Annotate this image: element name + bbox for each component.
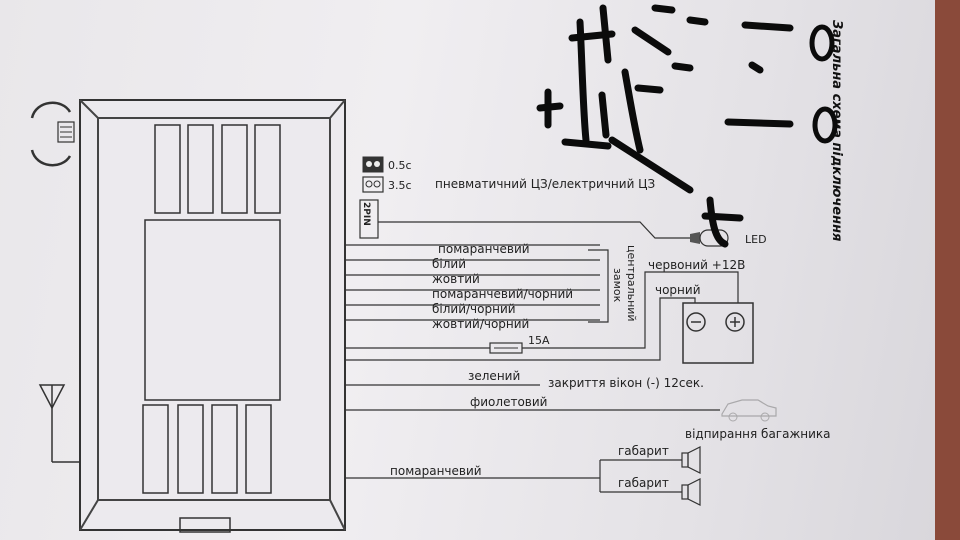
- jumper-option-2: 3.5с: [388, 179, 412, 192]
- car-icon: [721, 399, 777, 422]
- windows-function-label: закриття вікон (-) 12сек.: [548, 376, 704, 390]
- lights-wires: [345, 459, 682, 493]
- black-wire-label: чорний: [655, 283, 701, 297]
- control-unit: [79, 99, 346, 533]
- led-wire: [378, 221, 690, 239]
- remote-icon: [30, 101, 75, 167]
- central-lock-wires: [345, 244, 609, 323]
- jumper-block: 0.5с 3.5с 2PIN: [359, 156, 412, 239]
- lock-type-label: пневматичний ЦЗ/електричний ЦЗ: [435, 177, 655, 191]
- lamp-2-label: габарит: [618, 476, 669, 490]
- battery: [682, 302, 754, 364]
- lights-wire-label: помаранчевий: [390, 464, 482, 478]
- wire-label-white-black: білий/чорний: [432, 302, 516, 316]
- wire-label-orange-black: помаранчевий/чорний: [432, 287, 573, 301]
- wire-label-white: білий: [432, 257, 466, 271]
- windows-wire-label: зелений: [468, 369, 520, 383]
- central-lock-label-2: замок: [611, 268, 624, 303]
- lamp-icon: [681, 446, 701, 506]
- wire-label-yellow: жовтий: [432, 272, 480, 286]
- central-lock-label-1: центральний: [625, 245, 638, 322]
- wire-label-orange: помаранчевий: [438, 242, 530, 256]
- led-label: LED: [745, 233, 767, 246]
- trunk-function-label: відпирання багажника: [685, 427, 831, 441]
- pin-label: 2PIN: [361, 202, 371, 226]
- wire-label-yellow-black: жовтий/чорний: [432, 317, 529, 331]
- jumper-option-1: 0.5с: [388, 159, 412, 172]
- red-wire-label: червоний +12В: [648, 258, 745, 272]
- antenna-icon: [38, 384, 80, 463]
- power-wires: [345, 271, 739, 361]
- lamp-1-label: габарит: [618, 444, 669, 458]
- handwriting-marks: [536, 4, 838, 248]
- trunk-wire-label: фиолетовий: [470, 395, 547, 409]
- fuse-label: 15А: [528, 334, 550, 347]
